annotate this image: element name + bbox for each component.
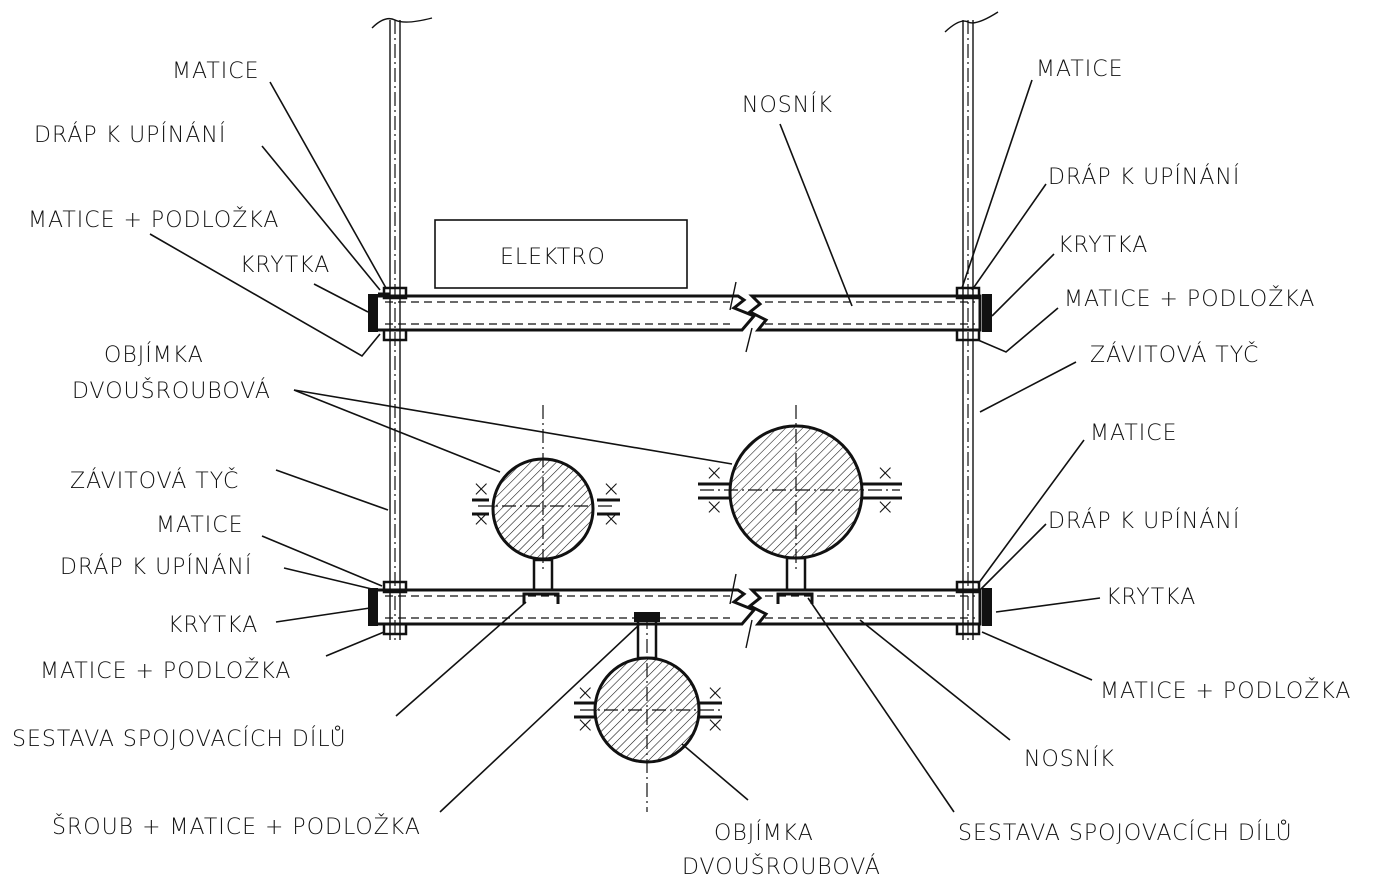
beam-bottom [378, 573, 982, 649]
leader-lines [149, 79, 1101, 813]
svg-text:×: × [576, 681, 595, 706]
label-objimka-l1: OBJÍMKA [104, 342, 204, 368]
label-krytka-bl: KRYTKA [168, 613, 258, 638]
label-matice-bl: MATICE [156, 513, 244, 538]
beam-top [378, 281, 982, 353]
svg-text:×: × [705, 495, 724, 520]
clamp-top-right [955, 286, 992, 342]
label-sestava-r: SESTAVA SPOJOVACÍCH DÍLŮ [958, 820, 1293, 846]
label-matice-podlozka-tr: MATICE + PODLOŽKA [1064, 286, 1315, 312]
clamp-top-left [368, 286, 408, 342]
pipe-left: × × × × [472, 405, 621, 604]
svg-text:×: × [705, 461, 724, 486]
label-objimka-b1: OBJÍMKA [714, 820, 814, 846]
label-krytka-tl: KRYTKA [240, 253, 330, 278]
svg-text:×: × [576, 713, 595, 738]
clamp-bottom-left [368, 580, 408, 636]
label-matice-podlozka-bl: MATICE + PODLOŽKA [40, 658, 291, 684]
label-matice-br: MATICE [1090, 421, 1178, 446]
label-matice-tr: MATICE [1036, 57, 1124, 82]
label-krytka-br: KRYTKA [1106, 585, 1196, 610]
svg-text:×: × [602, 477, 621, 502]
label-objimka-l2: DVOUŠROUBOVÁ [72, 378, 271, 404]
label-drap-br: DRÁP K UPÍNÁNÍ [1048, 508, 1240, 534]
svg-text:×: × [472, 507, 491, 532]
label-nosnik-top: NOSNÍK [742, 92, 833, 118]
label-nosnik-bottom: NOSNÍK [1024, 746, 1115, 772]
svg-text:×: × [706, 681, 725, 706]
labels: MATICE DRÁP K UPÍNÁNÍ MATICE + PODLOŽKA … [12, 57, 1351, 880]
label-sroub: ŠROUB + MATICE + PODLOŽKA [52, 814, 421, 840]
svg-text:×: × [472, 477, 491, 502]
label-zavitova-tyc-l: ZÁVITOVÁ TYČ [70, 468, 239, 494]
label-objimka-b2: DVOUŠROUBOVÁ [682, 854, 881, 880]
svg-text:×: × [876, 495, 895, 520]
label-elektro: ELEKTRO [500, 245, 606, 270]
label-krytka-tr: KRYTKA [1058, 233, 1148, 258]
label-drap-tr: DRÁP K UPÍNÁNÍ [1048, 164, 1240, 190]
svg-text:×: × [876, 461, 895, 486]
elektro-box [434, 219, 688, 289]
svg-text:×: × [602, 507, 621, 532]
label-matice-podlozka-br: MATICE + PODLOŽKA [1100, 678, 1351, 704]
svg-text:×: × [706, 713, 725, 738]
pipe-right: × × × × [698, 405, 902, 604]
label-zavitova-tyc-r: ZÁVITOVÁ TYČ [1090, 342, 1259, 368]
label-drap-bl: DRÁP K UPÍNÁNÍ [60, 554, 252, 580]
label-matice-tl: MATICE [172, 59, 260, 84]
label-matice-podlozka-tl: MATICE + PODLOŽKA [28, 207, 279, 233]
pipe-bottom: × × × × [574, 612, 725, 812]
label-drap-tl: DRÁP K UPÍNÁNÍ [34, 122, 226, 148]
label-sestava-l: SESTAVA SPOJOVACÍCH DÍLŮ [12, 726, 347, 752]
clamp-bottom-right [955, 580, 992, 636]
